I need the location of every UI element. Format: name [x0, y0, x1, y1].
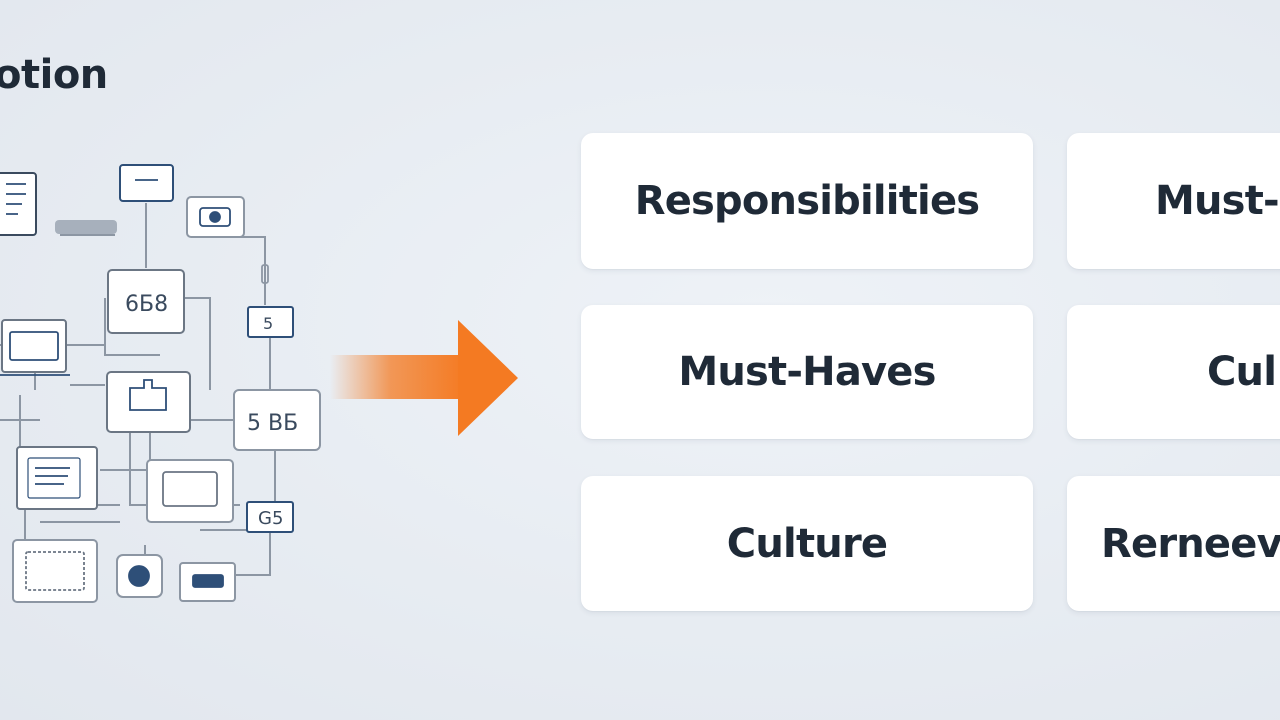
network-node	[119, 164, 174, 202]
card-label: Must-	[1155, 178, 1280, 224]
card-label: Rerneevv	[1101, 520, 1280, 567]
card-culture-partial[interactable]: Cul	[1067, 305, 1280, 439]
network-node-label: G5	[258, 508, 283, 529]
card-label: Culture	[726, 520, 888, 567]
network-node	[246, 501, 294, 533]
network-diagram: 6Б8 5 ВБ G5 5	[0, 164, 321, 603]
card-label: Cul	[1207, 349, 1277, 395]
network-node	[247, 306, 294, 338]
network-node	[107, 269, 185, 334]
network-node	[1, 319, 67, 373]
card-label: Responsibilities	[634, 178, 980, 224]
card-responsibilities[interactable]: Responsibilities	[581, 133, 1033, 269]
card-review-partial[interactable]: Rerneevv	[1067, 476, 1280, 611]
network-node-label: 5	[263, 314, 273, 333]
card-must-partial[interactable]: Must-	[1067, 133, 1280, 269]
network-node	[16, 446, 98, 510]
network-node	[12, 539, 98, 603]
card-culture[interactable]: Culture	[581, 476, 1033, 611]
network-node	[146, 459, 234, 523]
arrow-right-icon	[330, 320, 518, 436]
card-label: Must-Haves	[678, 349, 936, 395]
page-heading: otion	[0, 52, 108, 98]
network-node	[106, 371, 191, 433]
card-must-haves[interactable]: Must-Haves	[581, 305, 1033, 439]
network-node	[233, 389, 321, 451]
network-node-label: 6Б8	[125, 292, 168, 317]
network-node-label: 5 ВБ	[247, 411, 298, 436]
